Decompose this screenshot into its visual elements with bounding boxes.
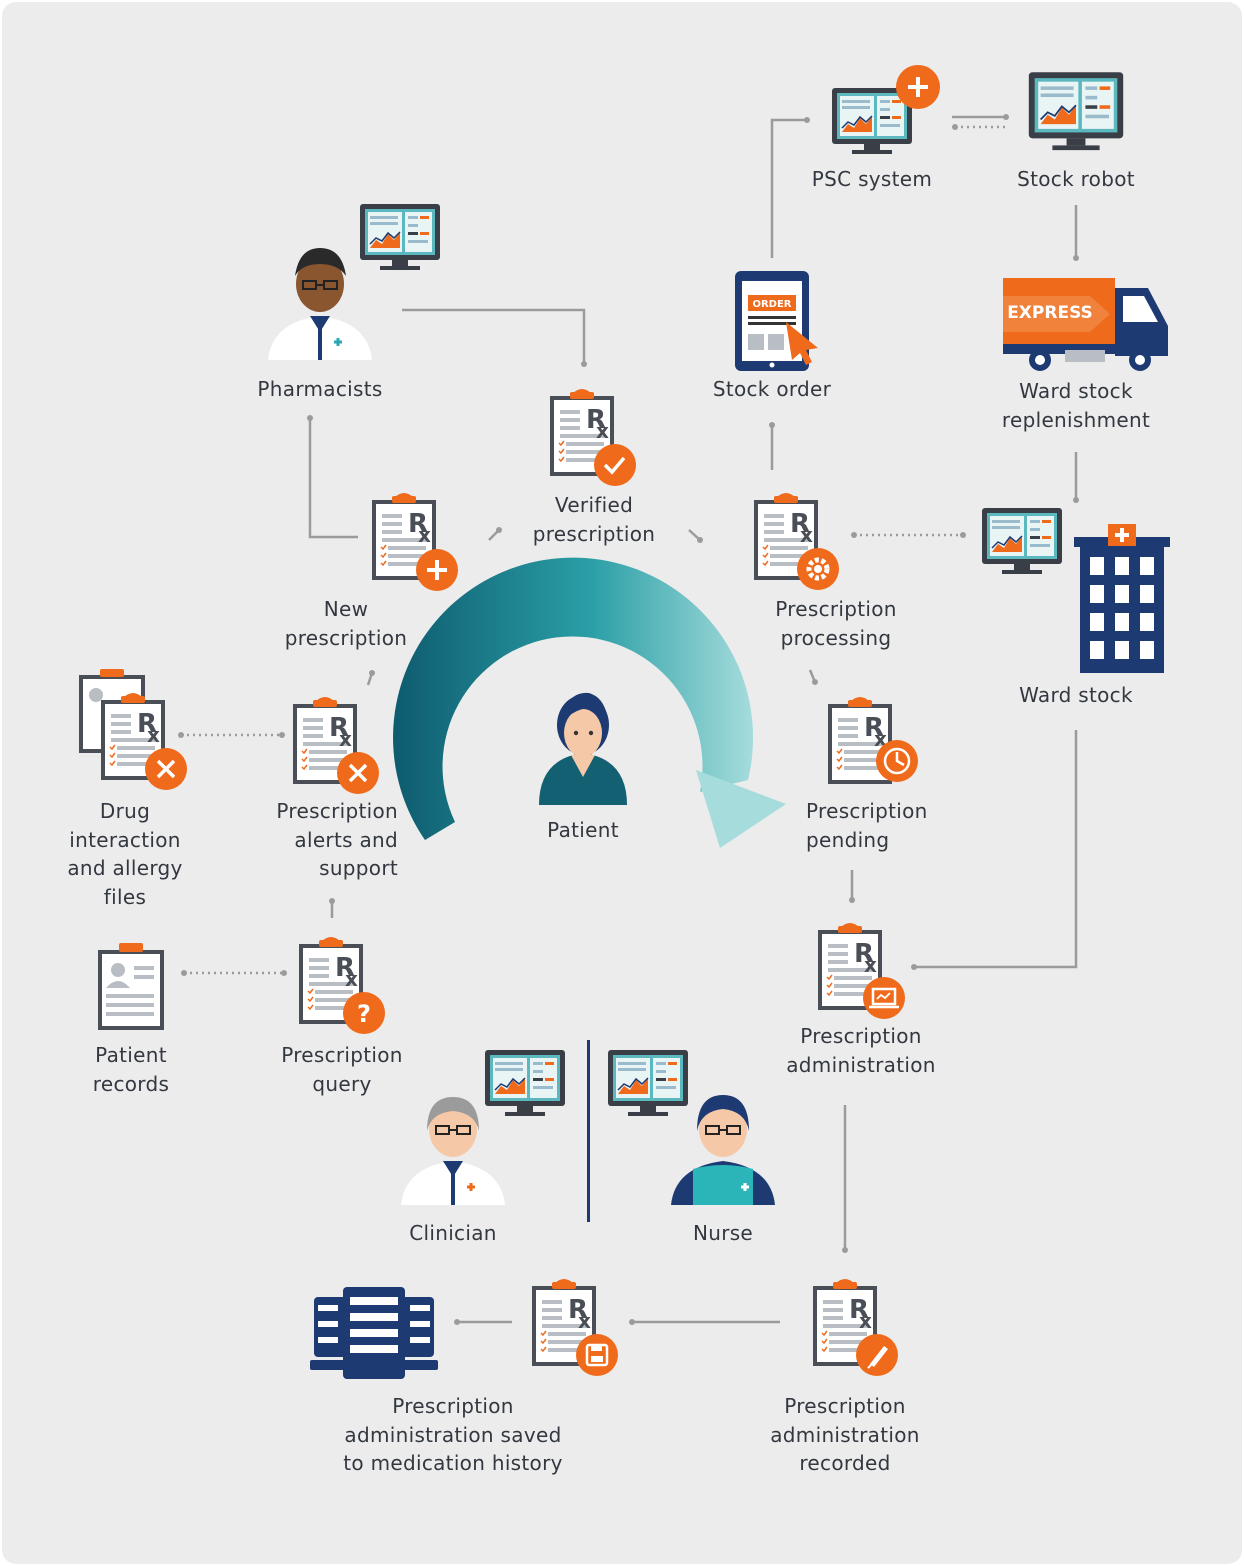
label-prescription-pending: Prescription pending: [806, 799, 928, 852]
label-patient-records: Patient records: [92, 1043, 170, 1096]
prescription-recorded-icon: [812, 1278, 898, 1376]
label-psc-system: PSC system: [811, 167, 933, 191]
prescription-processing-icon: [753, 492, 839, 590]
label-verified-prescription: Verified prescription: [532, 493, 656, 546]
prescription-pending-icon: [827, 696, 918, 785]
prescription-saved-icon: [531, 1278, 618, 1376]
patient-cycle-arrow: [393, 557, 786, 848]
server-rack-icon: [310, 1287, 438, 1379]
new-prescription-icon: [371, 492, 458, 591]
prescription-administration-icon: [817, 922, 905, 1019]
connector-dots: [178, 114, 1079, 1325]
drug-interaction-files-icon: [79, 669, 187, 790]
nurse-computer-icon: [607, 1049, 689, 1117]
label-admin-saved: Prescription administration saved to med…: [343, 1394, 563, 1475]
label-stock-robot: Stock robot: [1017, 167, 1135, 191]
express-badge-text: EXPRESS: [1007, 303, 1093, 323]
patient-record-icon: [98, 943, 164, 1030]
prescription-alerts-icon: [292, 696, 379, 794]
nurse-icon: [671, 1095, 775, 1205]
label-prescription-alerts: Prescription alerts and support: [276, 799, 398, 880]
label-pharmacists: Pharmacists: [257, 377, 383, 401]
stock-order-tablet-icon: ORDER: [735, 271, 818, 371]
order-badge-text: ORDER: [752, 299, 791, 310]
pharmacist-icon: [268, 248, 372, 360]
psc-system-computer-icon: [831, 65, 940, 155]
pharmacist-computer-icon: [359, 203, 441, 271]
label-stock-order: Stock order: [712, 377, 832, 401]
svg-text:?: ?: [357, 1000, 371, 1028]
ward-stock-computer-icon: [981, 507, 1063, 575]
label-patient: Patient: [547, 818, 619, 842]
label-ward-stock-replenishment: Ward stock replenishment: [1001, 379, 1151, 432]
label-prescription-query: Prescription query: [281, 1043, 403, 1096]
prescription-query-icon: ?: [298, 936, 385, 1034]
delivery-truck-icon: EXPRESS: [1003, 278, 1168, 371]
label-new-prescription: New prescription: [284, 597, 408, 650]
verified-prescription-icon: [549, 388, 636, 486]
label-clinician: Clinician: [409, 1221, 497, 1245]
label-admin-recorded: Prescription administration recorded: [770, 1394, 920, 1475]
clinician-icon: [401, 1097, 505, 1205]
stock-robot-computer-icon: [1027, 71, 1125, 152]
label-prescription-processing: Prescription processing: [775, 597, 897, 650]
label-drug-interaction: Drug interaction and allergy files: [67, 799, 183, 909]
patient-icon: [539, 692, 627, 805]
label-ward-stock: Ward stock: [1019, 683, 1133, 707]
role-divider: [587, 1040, 590, 1222]
hospital-building-icon: [1074, 524, 1170, 673]
label-nurse: Nurse: [692, 1221, 754, 1245]
clinician-computer-icon: [484, 1049, 566, 1117]
label-prescription-administration: Prescription administration: [786, 1024, 936, 1077]
